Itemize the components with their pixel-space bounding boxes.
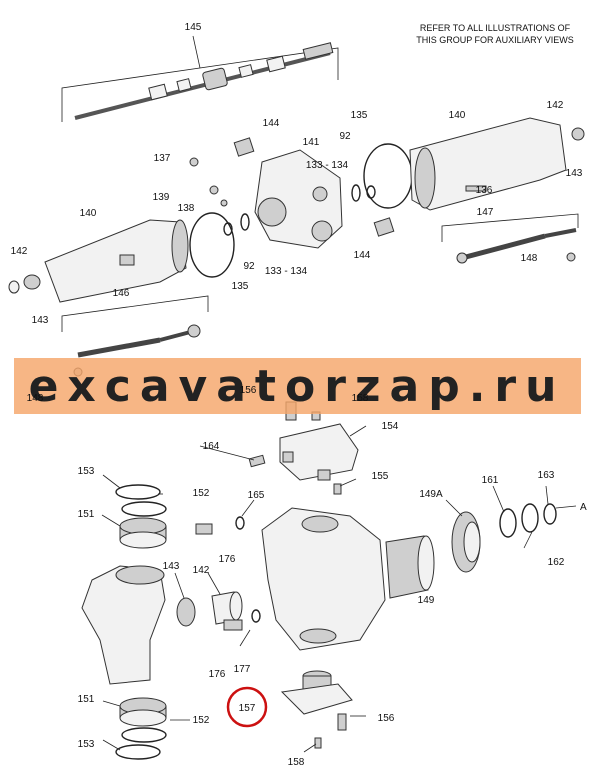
callout-149: 149 [418, 595, 435, 606]
knuckle-bushings [176, 516, 261, 631]
callout-144-lower: 144 [354, 250, 371, 261]
callout-158-lower: 158 [288, 757, 305, 768]
tie-rod-147 [441, 213, 579, 264]
callout-138: 138 [178, 203, 195, 214]
callout-149a: 149A [419, 489, 443, 500]
callout-154: 154 [382, 421, 399, 432]
callout-153-upper: 153 [78, 466, 95, 477]
bearing-stack-upper [115, 484, 167, 549]
callout-142-left: 142 [11, 246, 28, 257]
callout-140-left: 140 [80, 208, 97, 219]
callout-142-right: 142 [547, 100, 564, 111]
steering-knuckle-143 [81, 565, 166, 685]
callout-155: 155 [372, 471, 389, 482]
callout-144: 144 [263, 118, 280, 129]
callout-176-lower: 176 [209, 669, 226, 680]
axle-housing-left-140 [8, 219, 189, 303]
callout-152-upper: 152 [193, 488, 210, 499]
bottom-cap-157 [280, 670, 353, 749]
callout-157: 157 [239, 703, 256, 714]
callout-143-right: 143 [566, 168, 583, 179]
callout-labels: 145 144 141 92 135 140 142 143 137 133 -… [11, 22, 583, 768]
callout-135-lower: 135 [232, 281, 249, 292]
callout-153-lower: 153 [78, 739, 95, 750]
callout-164: 164 [203, 441, 220, 452]
callout-135-upper: 135 [351, 110, 368, 121]
callout-156-lower: 156 [378, 713, 395, 724]
callout-137: 137 [154, 153, 171, 164]
bearing-stack-lower [115, 697, 167, 760]
callout-165: 165 [248, 490, 265, 501]
callout-136: 136 [476, 185, 493, 196]
callout-158-upper: 158 [352, 393, 369, 404]
callout-163: 163 [538, 470, 555, 481]
watermark-banner [14, 358, 581, 414]
view-marker-a: A [580, 502, 587, 513]
callout-177: 177 [234, 664, 251, 675]
tie-rod-146 [61, 295, 209, 377]
callout-142-lower: 142 [193, 565, 210, 576]
callout-146: 146 [113, 288, 130, 299]
callout-176-upper: 176 [219, 554, 236, 565]
drive-shaft-group-145 [61, 35, 339, 122]
callout-140-right: 140 [449, 110, 466, 121]
callout-143-lower: 143 [163, 561, 180, 572]
axle-housing-right-140 [409, 117, 585, 211]
callout-151-upper: 151 [78, 509, 95, 520]
callout-156-upper: 156 [240, 385, 257, 396]
callout-148-left: 148 [27, 393, 44, 404]
callout-133-134-upper: 133 - 134 [306, 160, 349, 171]
callout-141: 141 [303, 137, 320, 148]
callout-133-134-lower: 133 - 134 [265, 266, 308, 277]
callout-162: 162 [548, 557, 565, 568]
hub-nut-149a-and-rings [451, 503, 577, 573]
leader-lines [101, 425, 549, 753]
callout-143-left: 143 [32, 315, 49, 326]
callout-151-lower: 151 [78, 694, 95, 705]
callout-139: 139 [153, 192, 170, 203]
callout-92-upper: 92 [339, 131, 351, 142]
auxiliary-note-line-1: REFER TO ALL ILLUSTRATIONS OF [420, 23, 571, 33]
watermark-text: excavatorzap.ru [29, 361, 566, 412]
callout-147: 147 [477, 207, 494, 218]
callout-148-right: 148 [521, 253, 538, 264]
callout-145: 145 [185, 22, 202, 33]
callout-161: 161 [482, 475, 499, 486]
axle-beam-149 [261, 507, 435, 651]
bracket-154 [248, 401, 359, 495]
callout-152-lower: 152 [193, 715, 210, 726]
highlight-ring-157 [226, 686, 268, 728]
differential-housing-141 [189, 137, 413, 278]
callout-92-lower: 92 [243, 261, 255, 272]
auxiliary-note-line-2: THIS GROUP FOR AUXILIARY VIEWS [416, 35, 574, 45]
